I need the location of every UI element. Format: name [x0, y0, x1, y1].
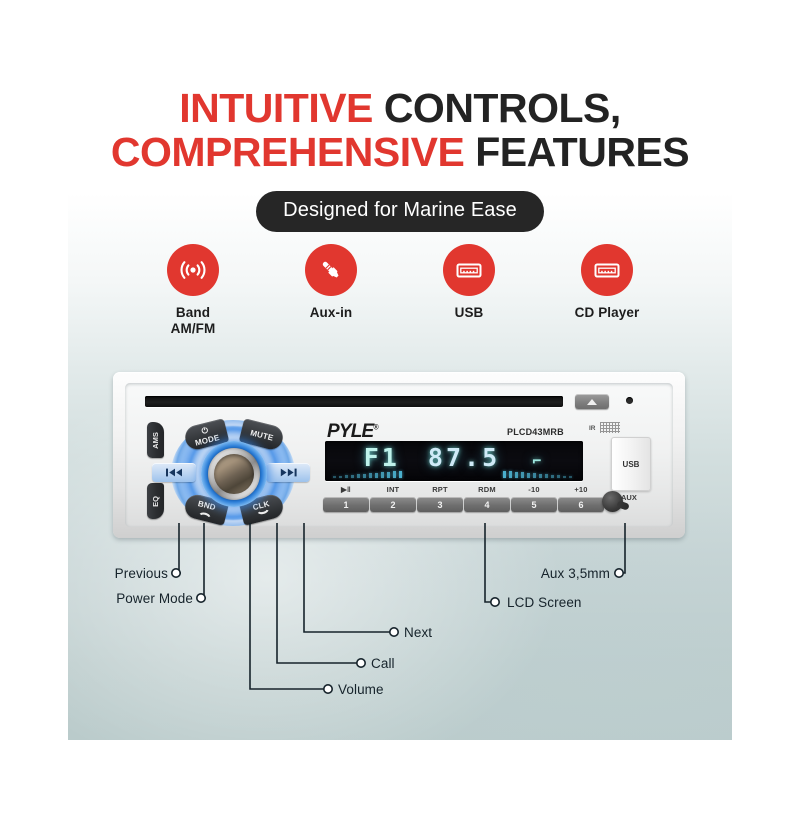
headline-line-1: INTUITIVE CONTROLS, — [68, 85, 732, 131]
lcd-frequency: 87.5 — [427, 443, 501, 472]
headline-word-comprehensive: COMPREHENSIVE — [110, 129, 465, 176]
ir-receiver-label: IR — [589, 425, 596, 432]
broadcast-waves-icon — [167, 244, 219, 296]
model-number: PLCD43MRB — [507, 427, 564, 437]
eq-label: EQ — [151, 495, 160, 507]
callout-label-previous: Previous — [114, 566, 168, 581]
eject-triangle-icon — [587, 398, 597, 405]
previous-track-button[interactable] — [152, 463, 196, 482]
unit-faceplate: AMS EQ ⏻ MODE MUTE BND — [125, 383, 673, 527]
skip-next-icon — [280, 468, 297, 477]
feature-band-am-fm: Band AM/FM — [141, 244, 245, 338]
headline-line-2: COMPREHENSIVE FEATURES — [68, 129, 732, 176]
preset-function-label: ▶‖ — [341, 485, 351, 494]
headline-word-controls: CONTROLS, — [383, 85, 621, 131]
preset-button-5[interactable]: -10 5 — [511, 485, 557, 512]
brand-registered-mark: ® — [373, 424, 378, 432]
preset-function-label: +10 — [574, 485, 588, 494]
reset-pinhole[interactable] — [626, 397, 633, 404]
aux-port-label: AUX — [621, 493, 637, 502]
phone-answer-icon — [199, 512, 210, 517]
preset-number: 5 — [511, 497, 557, 512]
pyle-brand-logo: PYLE® — [327, 421, 379, 443]
preset-function-label: -10 — [528, 485, 540, 494]
lcd-level-meter-right — [503, 470, 575, 478]
preset-number: 2 — [370, 497, 416, 512]
cd-usb-port-icon — [581, 244, 633, 296]
preset-button-3[interactable]: RPT 3 — [417, 485, 463, 512]
cd-slot-row — [125, 383, 673, 421]
clock-endcall-button[interactable]: CLK — [238, 492, 286, 526]
aux-jack-cap[interactable] — [602, 491, 623, 512]
control-cluster: AMS EQ ⏻ MODE MUTE BND — [147, 418, 315, 526]
preset-button-1[interactable]: ▶‖ 1 — [323, 485, 369, 512]
volume-knob-face — [214, 454, 254, 494]
lcd-screen: F1 87.5 ⌐ — [325, 441, 583, 481]
preset-button-2[interactable]: INT 2 — [370, 485, 416, 512]
preset-button-row: ▶‖ 1 INT 2 RPT 3 RDM 4 — [323, 485, 653, 523]
lcd-readout: F1 87.5 ⌐ — [325, 443, 583, 472]
headline: INTUITIVE CONTROLS, COMPREHENSIVE FEATUR… — [68, 85, 732, 176]
headline-word-intuitive: INTUITIVE — [179, 85, 373, 131]
preset-number: 4 — [464, 497, 510, 512]
preset-number: 3 — [417, 497, 463, 512]
feature-badge-row: Band AM/FM Aux-in — [68, 244, 732, 338]
eject-button[interactable] — [575, 394, 609, 409]
preset-button-4[interactable]: RDM 4 — [464, 485, 510, 512]
next-track-button[interactable] — [266, 463, 310, 482]
feature-cd-player: CD Player — [555, 244, 659, 321]
band-call-button[interactable]: BND — [182, 492, 230, 526]
lcd-band-indicator: F1 — [363, 443, 400, 472]
ams-label: AMS — [150, 431, 160, 449]
subtitle-container: Designed for Marine Ease — [68, 191, 732, 232]
cd-slot — [145, 396, 563, 407]
callout-label-power-mode: Power Mode — [116, 591, 193, 606]
phone-end-icon — [257, 509, 269, 515]
feature-usb: USB — [417, 244, 521, 321]
subtitle-pill: Designed for Marine Ease — [256, 191, 544, 232]
feature-label: Band AM/FM — [170, 305, 216, 337]
callout-label-aux: Aux 3,5mm — [540, 566, 610, 581]
feature-label: USB — [454, 305, 484, 320]
preset-number: 6 — [558, 497, 604, 512]
feature-label: CD Player — [574, 305, 640, 320]
volume-knob-rim — [208, 448, 260, 500]
eq-button[interactable]: EQ — [147, 483, 164, 519]
callout-label-volume: Volume — [338, 682, 384, 697]
ir-receiver-grille-icon — [600, 422, 620, 433]
preset-number: 1 — [323, 497, 369, 512]
usb-port-door[interactable]: USB — [611, 437, 651, 491]
ams-button[interactable]: AMS — [147, 422, 164, 458]
volume-knob[interactable] — [201, 441, 267, 507]
preset-button-6[interactable]: +10 6 — [558, 485, 604, 512]
callout-label-next: Next — [404, 625, 433, 640]
callout-label-call: Call — [371, 656, 395, 671]
preset-function-label: RDM — [478, 485, 496, 494]
callout-label-lcd-screen: LCD Screen — [507, 595, 582, 610]
stereo-head-unit: AMS EQ ⏻ MODE MUTE BND — [113, 372, 685, 538]
feature-aux-in: Aux-in — [279, 244, 383, 321]
aux-plug-icon — [305, 244, 357, 296]
lcd-stereo-indicator: ⌐ — [532, 452, 545, 470]
headline-word-features: FEATURES — [475, 129, 690, 176]
display-panel: PYLE® PLCD43MRB IR F1 87.5 ⌐ ▶‖ — [321, 421, 673, 525]
preset-function-label: INT — [386, 485, 400, 494]
usb-port-icon — [443, 244, 495, 296]
lcd-level-meter-left — [333, 470, 405, 478]
mute-label: MUTE — [249, 427, 275, 443]
skip-previous-icon — [165, 468, 182, 477]
preset-function-label: RPT — [432, 485, 448, 494]
brand-text: PYLE — [327, 421, 374, 442]
feature-label: Aux-in — [309, 305, 353, 320]
usb-door-label: USB — [622, 459, 640, 469]
